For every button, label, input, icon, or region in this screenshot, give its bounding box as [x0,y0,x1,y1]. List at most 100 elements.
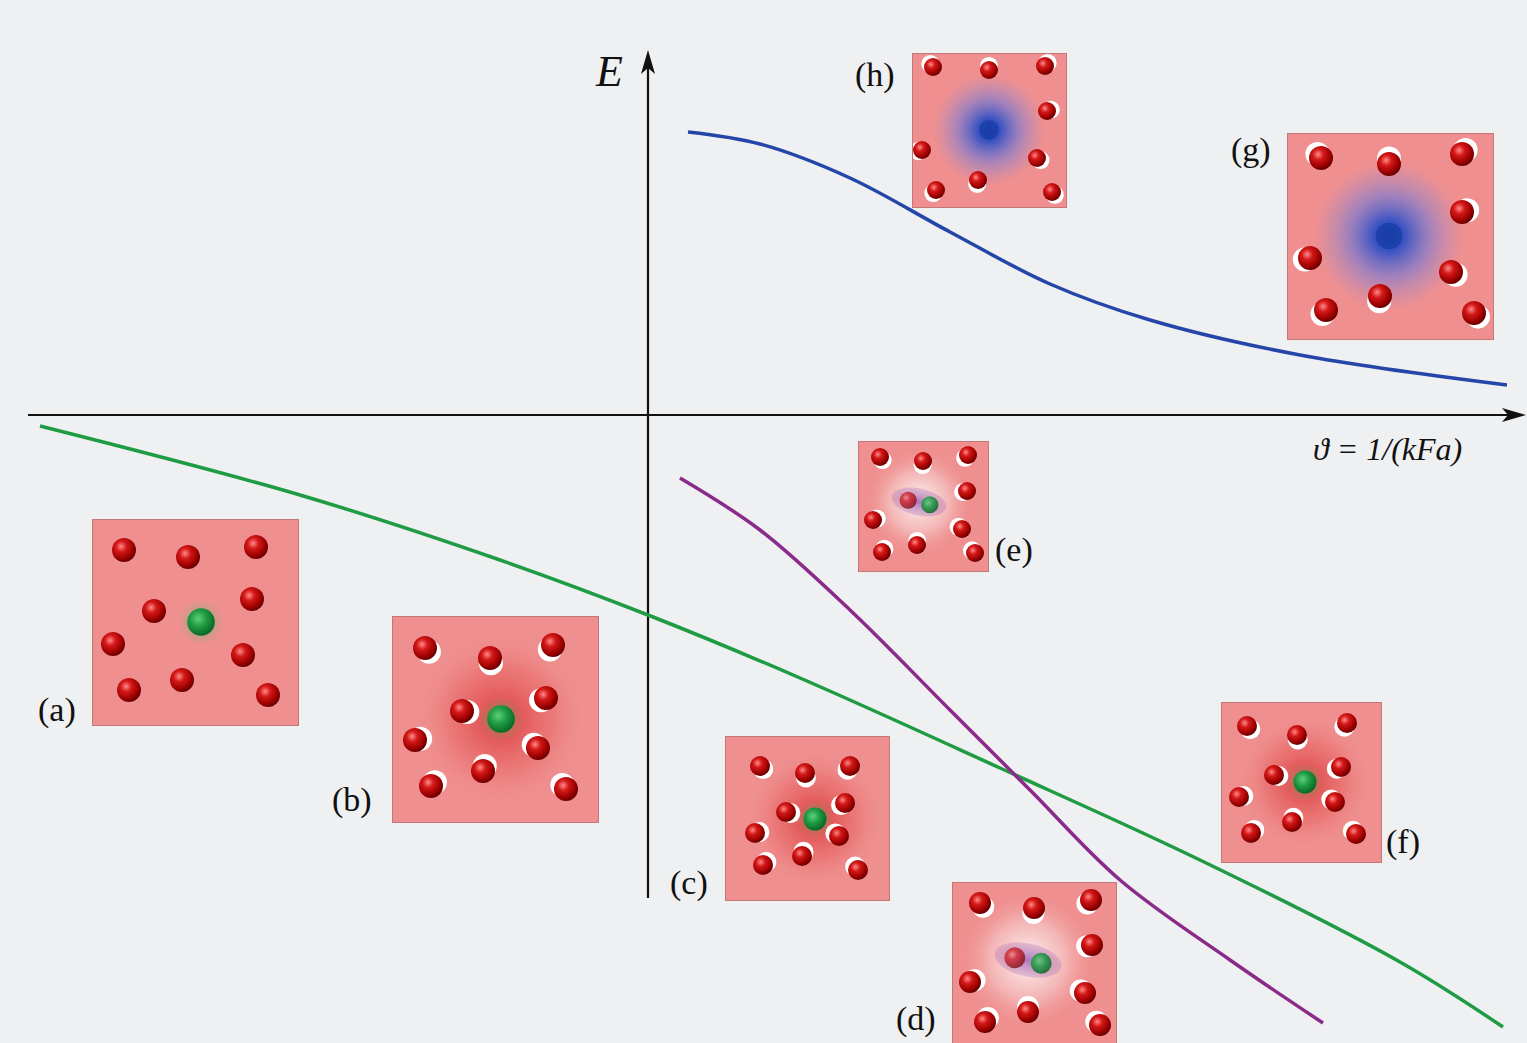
fermion-ball [871,448,889,466]
fermion-ball [1080,889,1102,911]
panel-label: (g) [1231,133,1271,167]
fermion-ball [244,535,268,559]
fermion-ball [927,181,945,199]
energy-axis [647,60,649,898]
fermion-ball [873,543,891,561]
impurity-ball [804,808,827,831]
fermion-ball [478,646,502,670]
fermi-sea-panel [392,616,599,823]
fermion-ball [840,756,860,776]
repulsive-branch-curve [688,132,1507,385]
fermion-ball [914,452,932,470]
fermi-sea-panel [725,736,890,901]
fermion-ball [1337,713,1357,733]
fermion-ball [1450,142,1474,166]
panel-border [859,442,989,572]
fermion-ball [1017,1001,1039,1023]
fermion-ball [419,774,443,798]
fermi-sea-panel [952,882,1117,1043]
impurity-ball [1031,953,1052,974]
fermion-ball [913,141,931,159]
fermion-ball [1043,183,1061,201]
fermion-ball [1462,301,1486,325]
fermion-ball [1346,824,1366,844]
fermion-ball [1309,146,1333,170]
fermi-sea-panel [912,53,1067,208]
panel-label: (d) [896,1002,936,1036]
fermion-ball [1377,152,1401,176]
fermion-ball [1287,725,1307,745]
panel-border [1222,703,1382,863]
fermi-sea-background [858,441,989,572]
dressing-cloud [959,891,1098,1030]
panel-border [393,617,599,823]
panel-border [1288,134,1494,340]
fermion-ball [554,777,578,801]
fermi-sea-background [92,519,299,726]
dressing-cloud [414,632,588,806]
fermion-ball [924,58,942,76]
fermion-ball [829,826,849,846]
fermion-ball [176,545,200,569]
fermi-sea-background [952,882,1117,1043]
fermion-ball [908,536,926,554]
axis-arrowhead [1502,408,1526,422]
impurity-ball [1294,771,1317,794]
panel-label: (c) [670,866,708,900]
fermi-sea-background [1287,133,1494,340]
panel-label: (h) [855,58,895,92]
impurity-glow [478,696,524,742]
fermion-ball [526,736,550,760]
fermion-ball [170,668,194,692]
fermi-sea-background [725,736,890,901]
fermion-ball [1241,823,1261,843]
fermion-ball [1237,716,1257,736]
fermion-ball [750,756,770,776]
fermi-sea-background [912,53,1067,208]
fermion-ball [864,511,882,529]
fermion-ball [953,520,971,538]
fermion-ball [471,759,495,783]
fermion-ball [1074,982,1096,1004]
fermion-ball [1038,102,1056,120]
impurity-ball [921,496,938,513]
fermion-ball [1264,765,1284,785]
fermion-ball [240,587,264,611]
fermion-ball [1325,792,1345,812]
fermion-ball [1298,246,1322,270]
fermion-ball [1081,934,1103,956]
fermion-ball [1439,260,1463,284]
fermion-ball [1368,284,1392,308]
fermion-ball [745,823,765,843]
impurity-core [1376,223,1402,249]
fermi-sea-panel [92,519,299,726]
axis-arrowhead [641,50,655,74]
fermion-ball [1314,298,1338,322]
fermi-sea-panel [858,441,989,572]
attractive-polaron-curve [40,426,1503,1027]
fermion-ball [1023,897,1045,919]
curves [40,132,1507,1027]
fermion-ball [958,482,976,500]
impurity-glow [1286,763,1324,801]
molecule-bond [991,937,1065,983]
fermion-ball [1089,1014,1111,1036]
fermion-ball [795,763,815,783]
fermion-ball [142,599,166,623]
fermion-ball [534,686,558,710]
fermion-ball [117,678,141,702]
fermion-ball [1331,757,1351,777]
impurity-glow [178,599,224,645]
dressing-cloud [746,750,885,889]
fermion-ball [413,636,437,660]
fermion-ball [966,544,984,562]
fermion-ball [101,632,125,656]
fermion-ball [403,728,427,752]
repulsive-cloud [933,74,1045,186]
fermion-ball [848,860,868,880]
fermion-ball [835,793,855,813]
panel-label: (e) [995,533,1033,567]
fermi-sea-background [392,616,599,823]
fermion-ball [1450,200,1474,224]
